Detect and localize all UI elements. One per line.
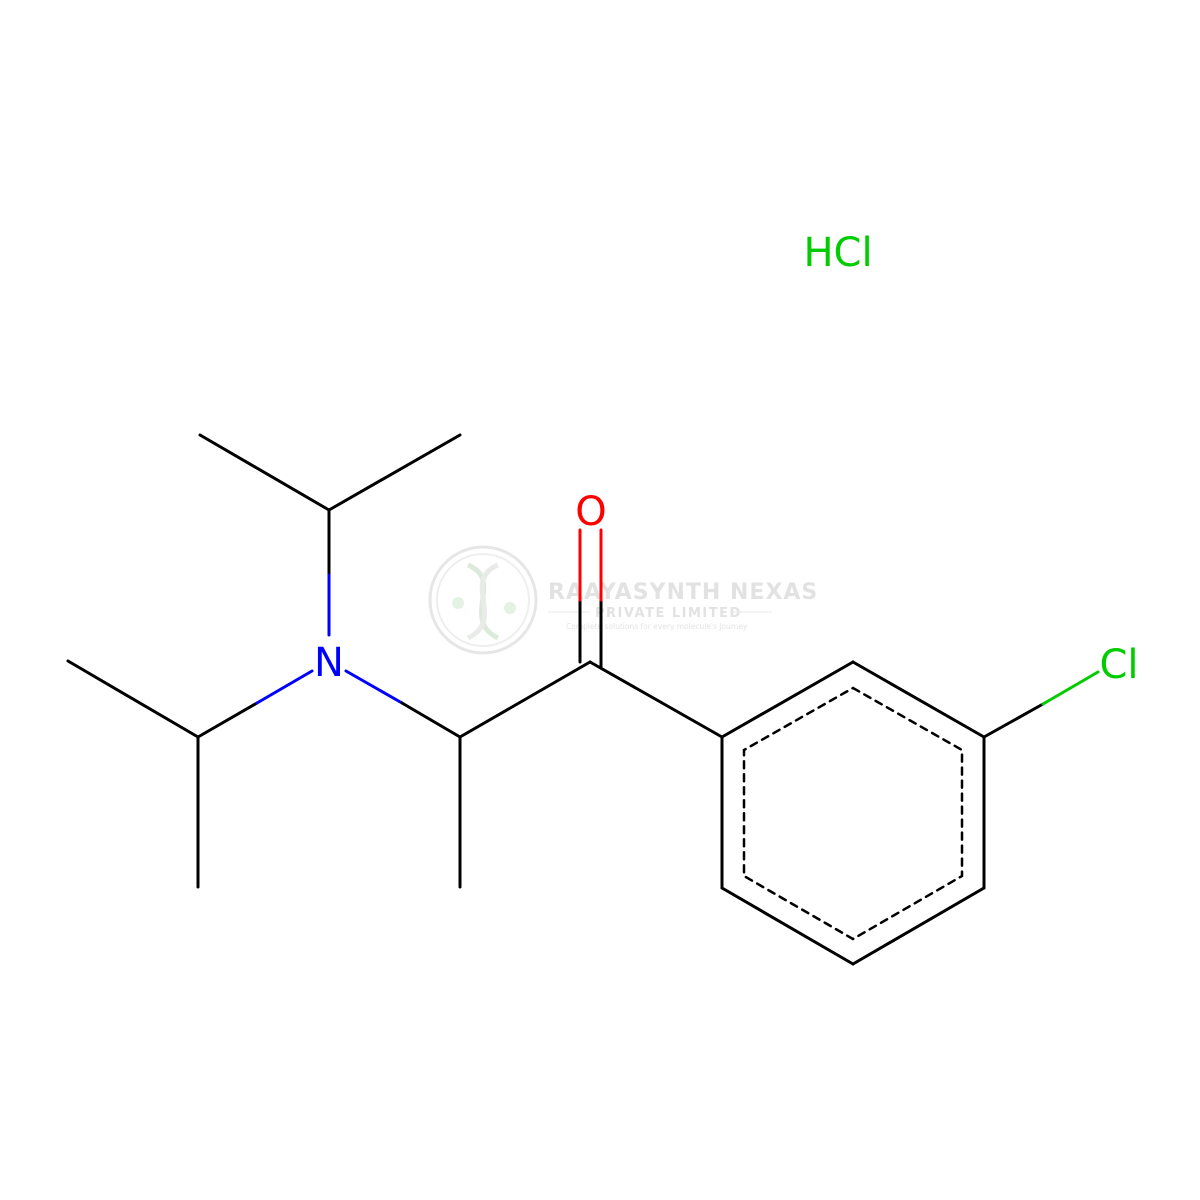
ring-bond-5 <box>720 886 855 966</box>
ring-bond-2 <box>851 660 986 739</box>
bond-alpha-carbonyl <box>458 660 592 739</box>
bond-n-alpha-black <box>400 701 462 739</box>
bond-ring-cl-black <box>982 702 1045 739</box>
ring-bond-1 <box>720 660 855 739</box>
bond-carbonyl-ring <box>588 660 724 739</box>
bonds <box>66 433 1100 966</box>
watermark: RAAYASYNTH NEXAS PRIVATE LIMITED Complet… <box>428 545 818 655</box>
watermark-subtitle: PRIVATE LIMITED <box>595 606 742 621</box>
bond-n-alpha-blue <box>344 669 404 705</box>
bond-lower-ch-n-black <box>196 701 259 739</box>
ring-aromatic-dashes <box>742 686 964 941</box>
watermark-logo-icon <box>428 545 538 655</box>
watermark-tagline: Complete solutions for every molecule's … <box>566 622 748 631</box>
bond-ring-cl-green <box>1041 670 1100 706</box>
bond-lower-iso-methyl-left <box>66 659 200 739</box>
bond-lower-ch-n-blue <box>255 669 314 705</box>
atom-label-chlorine: Cl <box>1099 642 1138 688</box>
bond-upper-iso-right <box>327 433 462 512</box>
atom-label-oxygen: O <box>575 489 606 535</box>
salt-label-hcl: HCl <box>803 230 872 276</box>
watermark-title: RAAYASYNTH NEXAS <box>548 580 818 605</box>
atom-label-nitrogen: N <box>314 640 344 686</box>
ring-bond-4 <box>851 886 986 966</box>
bond-upper-iso-left <box>198 433 331 512</box>
